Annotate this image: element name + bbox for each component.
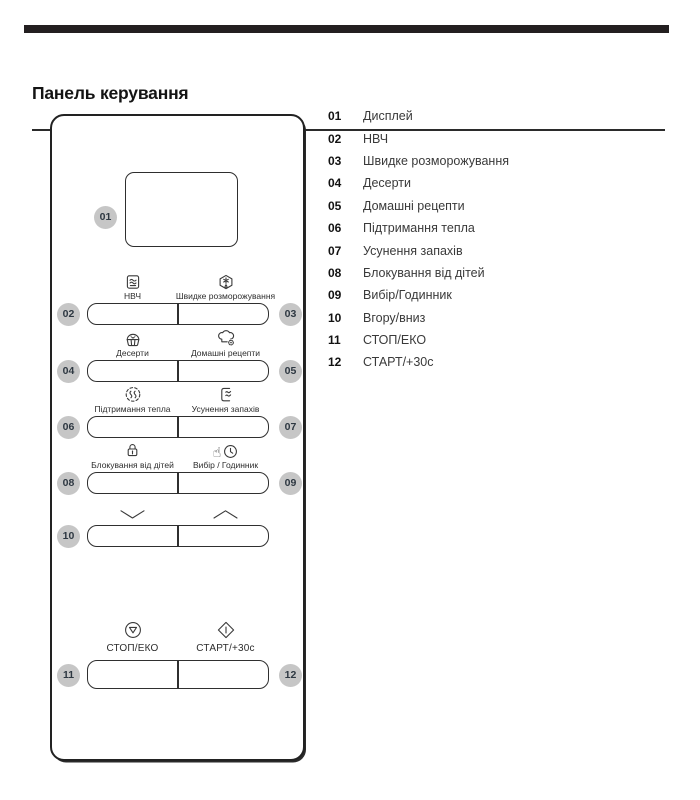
legend-text: СТАРТ/+30с (363, 355, 434, 370)
button-label: Усунення запахів (191, 404, 260, 414)
page-title: Панель керування (32, 83, 189, 103)
legend-number: 07 (328, 243, 342, 258)
button-label: Підтримання тепла (94, 404, 171, 414)
deodorize-icon (175, 385, 276, 403)
button-row-desserts-recipes: Десерти Домашні рецепти 04 05 (52, 329, 302, 401)
button-label: Блокування від дітей (91, 460, 174, 470)
title-rule (32, 129, 665, 131)
button-pair (87, 525, 269, 547)
home-recipes-icon (175, 329, 276, 347)
button-label: Вибір / Годинник (192, 460, 259, 470)
legend-text: СТОП/ЕКО (363, 333, 427, 348)
legend-text: Підтримання тепла (363, 221, 475, 236)
button-divider (176, 417, 180, 437)
callout-badge: 09 (279, 471, 302, 495)
button-label: СТАРТ/+30с (196, 643, 255, 654)
legend-number: 10 (328, 310, 342, 325)
legend-item: 10 Вгору/вниз (328, 307, 509, 329)
legend-number: 02 (328, 131, 342, 146)
button-divider (176, 473, 180, 493)
legend-item: 04 Десерти (328, 172, 509, 194)
legend-item: 02 НВЧ (328, 127, 509, 149)
clock-icon (224, 445, 238, 458)
callout-badge: 10 (57, 524, 80, 548)
button-pair (87, 303, 269, 325)
dessert-icon (82, 329, 183, 347)
button-label: Швидке розморожування (175, 291, 276, 301)
callout-badge: 04 (57, 359, 80, 383)
pointing-hand-icon: ☝ (212, 445, 222, 461)
legend-item: 12 СТАРТ/+30с (328, 351, 509, 373)
legend-number: 09 (328, 288, 342, 303)
legend-text: Домашні рецепти (363, 198, 465, 213)
legend-text: НВЧ (363, 131, 389, 146)
button-divider (176, 661, 180, 688)
legend-item: 11 СТОП/ЕКО (328, 329, 509, 351)
button-row-microwave-defrost: НВЧ Швидке розморожування 02 03 (52, 272, 302, 344)
stop-eco-icon (82, 620, 183, 640)
legend-text: Десерти (363, 176, 412, 191)
legend-item: 01 Дисплей (328, 105, 509, 127)
legend-item: 06 Підтримання тепла (328, 217, 509, 239)
legend-item: 05 Домашні рецепти (328, 195, 509, 217)
button-pair (87, 660, 269, 689)
select-clock-icon: ☝ (175, 441, 276, 461)
callout-badge: 08 (57, 471, 80, 495)
button-row-stop-start: СТОП/ЕКО СТАРТ/+30с 11 12 (52, 620, 302, 692)
legend-number: 06 (328, 221, 342, 236)
button-label: Домашні рецепти (190, 348, 261, 358)
callout-badge: 12 (279, 663, 302, 687)
callout-display: 01 (94, 206, 117, 229)
legend-number: 11 (328, 333, 341, 348)
button-label: Десерти (116, 348, 149, 358)
button-pair (87, 416, 269, 438)
control-panel-diagram: 01 НВЧ Швидке розморожування 02 03 (50, 114, 305, 761)
legend-number: 12 (328, 355, 342, 370)
start-icon (175, 620, 276, 640)
legend-text: Блокування від дітей (363, 265, 485, 280)
button-row-childlock-select: ☝ Блокування від дітей Вибір / Годинник … (52, 441, 302, 513)
callout-badge: 11 (57, 663, 80, 687)
chevron-up-icon (175, 503, 276, 521)
legend-number: 03 (328, 153, 342, 168)
legend-number: 01 (328, 109, 342, 124)
button-pair (87, 360, 269, 382)
button-label: СТОП/ЕКО (106, 643, 159, 654)
legend-item: 09 Вибір/Годинник (328, 284, 509, 306)
display-outline (125, 172, 238, 247)
button-row-keepwarm-deodorize: Підтримання тепла Усунення запахів 06 07 (52, 385, 302, 457)
child-lock-icon (82, 441, 183, 459)
legend-text: Усунення запахів (363, 243, 463, 258)
button-pair (87, 472, 269, 494)
legend-text: Вибір/Годинник (363, 288, 452, 303)
legend-item: 07 Усунення запахів (328, 239, 509, 261)
button-row-up-down: 10 (52, 503, 302, 575)
button-label: НВЧ (123, 291, 142, 301)
button-divider (176, 304, 180, 324)
callout-badge: 03 (279, 302, 302, 326)
button-divider (176, 526, 180, 546)
legend-number: 05 (328, 198, 342, 213)
legend-number: 08 (328, 265, 342, 280)
button-divider (176, 361, 180, 381)
callout-badge: 07 (279, 415, 302, 439)
quick-defrost-icon (175, 272, 276, 290)
top-accent-bar (24, 25, 669, 33)
keep-warm-icon (82, 385, 183, 403)
chevron-down-icon (82, 503, 183, 521)
legend-item: 03 Швидке розморожування (328, 150, 509, 172)
legend-number: 04 (328, 176, 342, 191)
callout-badge: 06 (57, 415, 80, 439)
legend-text: Дисплей (363, 109, 413, 124)
legend-text: Вгору/вниз (363, 310, 426, 325)
legend-text: Швидке розморожування (363, 153, 509, 168)
callout-badge: 02 (57, 302, 80, 326)
microwave-icon (82, 272, 183, 290)
callout-badge: 05 (279, 359, 302, 383)
legend-item: 08 Блокування від дітей (328, 262, 509, 284)
